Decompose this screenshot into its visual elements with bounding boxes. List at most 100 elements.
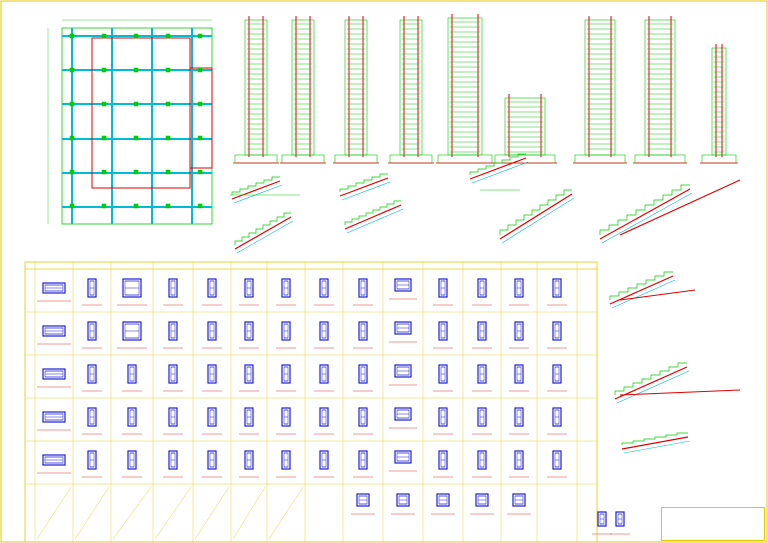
column-section [438,364,448,384]
plan-column [165,67,171,73]
stair-section-e-rebar [469,157,527,180]
column-section [127,450,137,470]
plan-column [69,101,75,107]
column-section [358,364,368,384]
column-section [396,493,410,507]
stair-section-a-slab [233,184,283,204]
column-footing [437,154,493,164]
stair-section-j [621,432,688,445]
title-block [661,507,765,541]
plan-column [165,169,171,175]
column-section [438,450,448,470]
column-section [244,321,254,341]
column-section [207,407,217,427]
empty-cell-hatch [112,486,152,540]
column-section [319,407,329,427]
column-section [122,278,142,298]
empty-cell-hatch [232,486,266,540]
column-section [281,278,291,298]
column-elevation-outline [504,97,546,156]
column-section [552,450,562,470]
column-footing [281,154,325,164]
plan-column [133,203,139,209]
column-section [394,364,412,378]
column-section [552,278,562,298]
column-section [127,407,137,427]
plan-slab-notch [190,67,213,169]
stair-section-f-slab [501,197,575,244]
column-section [244,407,254,427]
empty-cell-hatch [268,486,304,540]
column-elevation-outline [344,19,368,156]
column-section [514,450,524,470]
plan-column [197,203,203,209]
column-section [438,278,448,298]
empty-cell-hatch [194,486,230,540]
stair-section-d-rebar [344,204,402,230]
stair-section-g [599,184,690,235]
plan-column [101,67,107,73]
plan-column [165,135,171,141]
column-section [512,493,526,507]
column-section [319,450,329,470]
column-section [438,321,448,341]
column-section-extra [615,511,625,527]
column-section [394,278,412,292]
column-section-extra [597,511,607,527]
column-section [281,450,291,470]
column-section [514,364,524,384]
column-section [477,407,487,427]
plan-column [165,33,171,39]
plan-column [165,101,171,107]
column-section [87,407,97,427]
plan-column [69,135,75,141]
column-section [477,450,487,470]
stair-section-b [339,173,388,192]
empty-cell-hatch [154,486,192,540]
column-section [552,321,562,341]
column-section [87,321,97,341]
column-section [207,278,217,298]
column-section [319,364,329,384]
column-section [477,278,487,298]
column-section [87,278,97,298]
column-footing [334,154,378,164]
column-section [438,407,448,427]
column-section [477,364,487,384]
plan-column [69,169,75,175]
column-section [87,364,97,384]
column-section [207,364,217,384]
column-section-wide [42,325,66,337]
plan-column [101,135,107,141]
plan-title-bg [101,229,158,237]
stair-section-e-slab [471,161,529,184]
column-section [436,493,450,507]
plan-column [101,169,107,175]
column-section [281,364,291,384]
column-section [514,321,524,341]
column-section [168,407,178,427]
stair-section-i [614,362,687,395]
plan-column [197,67,203,73]
stair-section-a-rebar [231,180,281,200]
column-section [244,450,254,470]
column-section [514,278,524,298]
column-elevation-outline [447,17,483,156]
plan-column [133,33,139,39]
column-section [358,450,368,470]
column-section [394,407,412,421]
column-section [358,278,368,298]
stair-long-rebar [619,389,741,396]
empty-cell-hatch [36,486,72,540]
column-section [127,364,137,384]
stair-section-d [344,200,401,225]
stair-section-h-slab [611,279,676,309]
plan-column [69,203,75,209]
stair-section-i-slab [616,370,690,404]
plan-column [133,169,139,175]
stair-long-rebar [619,289,696,301]
stair-section-i-rebar [614,366,688,400]
plan-column [101,33,107,39]
stair-section-c-rebar [234,216,292,250]
